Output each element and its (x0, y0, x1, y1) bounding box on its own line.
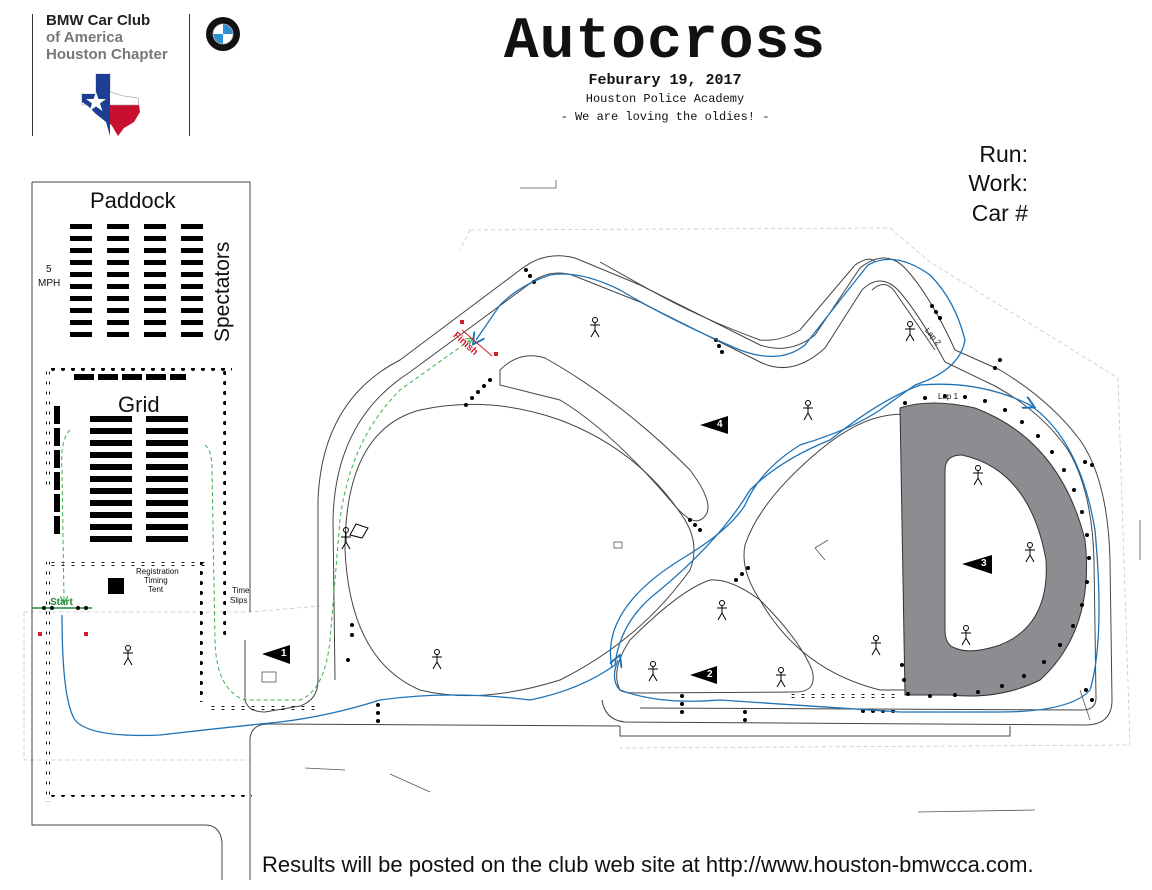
speed-limit-number: 5 (46, 264, 52, 275)
grid-label: Grid (118, 392, 160, 417)
checkered-flag-icon (341, 523, 369, 550)
divider-right (189, 14, 190, 136)
station-2-number: 2 (707, 669, 713, 680)
club-line-3: Houston Chapter (46, 46, 168, 63)
start-label: Start (50, 597, 73, 608)
work-label: Work: (968, 170, 1028, 196)
time-label: Time (232, 586, 250, 595)
speed-limit-unit: MPH (38, 278, 61, 289)
results-footer: Results will be posted on the club web s… (262, 852, 1034, 877)
registration-label: Registration (136, 567, 179, 576)
slips-label: Slips (230, 596, 248, 605)
grid-path (204, 340, 470, 701)
spectators-label: Spectators (211, 241, 234, 342)
bmw-roundel-icon (206, 17, 240, 51)
divider-left (32, 14, 33, 136)
misc-structures (261, 180, 1141, 813)
club-name: BMW Car Club of America Houston Chapter (46, 12, 168, 63)
timing-label: Timing (144, 576, 168, 585)
page-title: Autocross (503, 10, 827, 75)
course-line (61, 383, 1030, 737)
lap1-label: Lap 1 (938, 392, 959, 401)
worker-icon (123, 317, 1035, 688)
d-area (899, 402, 1088, 697)
paddock-label: Paddock (90, 188, 176, 213)
event-tagline: - We are loving the oldies! - (560, 110, 770, 124)
station-3-number: 3 (981, 558, 987, 569)
event-venue: Houston Police Academy (585, 92, 745, 106)
finish-line (461, 329, 493, 357)
station-4-number: 4 (717, 419, 723, 430)
cones-left (46, 368, 900, 802)
station-1-number: 1 (281, 648, 287, 659)
car-number-label: Car # (971, 200, 1028, 226)
tent-label: Tent (148, 585, 164, 594)
grid-spaces (54, 406, 188, 542)
run-label: Run: (979, 141, 1028, 167)
texas-flag-icon (81, 73, 140, 136)
club-line-1: BMW Car Club (46, 12, 151, 29)
event-date: Feburary 19, 2017 (588, 72, 742, 89)
paddock-spaces (70, 224, 203, 380)
club-line-2: of America (46, 29, 123, 46)
pavement-outline (31, 181, 1011, 880)
cones-course (346, 268, 1094, 723)
station-flag-icon (262, 416, 992, 684)
timing-tent (108, 578, 124, 594)
cones-d (900, 394, 1091, 698)
